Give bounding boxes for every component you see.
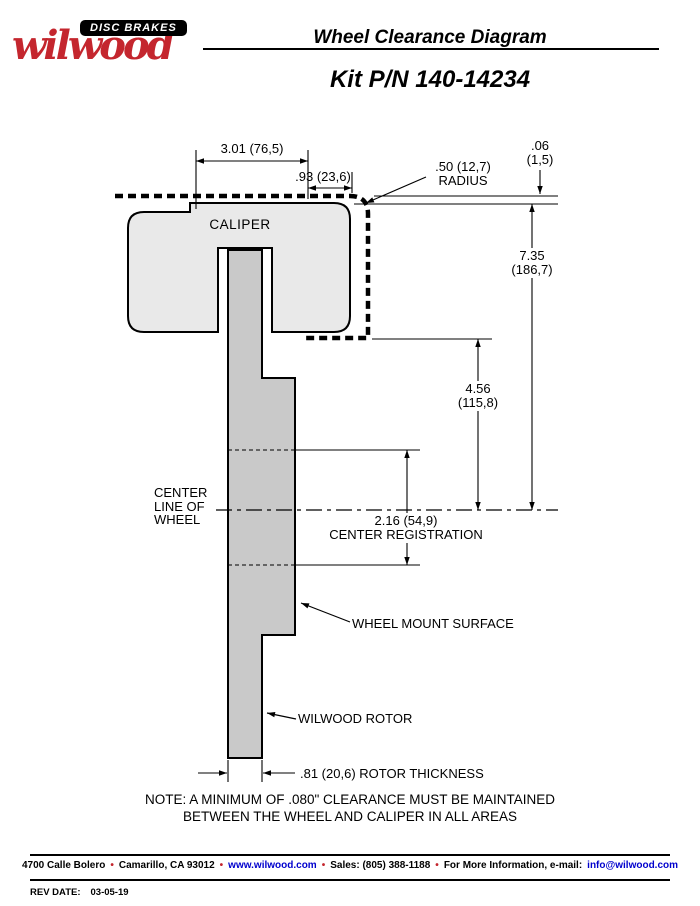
dim-wheel-depth-value: 7.35 <box>519 248 545 263</box>
caliper-label: CALIPER <box>209 217 271 232</box>
page-title: Wheel Clearance Diagram <box>313 27 547 48</box>
note-line-2: BETWEEN THE WHEEL AND CALIPER IN ALL ARE… <box>182 809 518 824</box>
footer-sales-phone: Sales: (805) 388-1188 <box>330 860 431 871</box>
dim-center-reg-value: 2.16 (54,9) <box>374 513 438 528</box>
dim-wheel-depth: 7.35 (186,7) <box>507 248 557 278</box>
centerline-label-line3: WHEEL <box>154 512 201 527</box>
centerline-label-line2: LINE OF <box>154 498 205 514</box>
dim-radius: .50 (12,7) RADIUS <box>435 160 491 188</box>
leader-lines <box>266 602 351 720</box>
centerline-label-line1: CENTER <box>154 485 208 500</box>
wheel-mount-surface-label: WHEEL MOUNT SURFACE <box>352 616 514 631</box>
footer-rule-bottom <box>30 879 670 881</box>
dim-radius-value: .50 (12,7) <box>435 159 491 174</box>
rotor-shape <box>227 249 296 759</box>
dim-center-registration: 2.16 (54,9) CENTER REGISTRATION <box>325 513 487 543</box>
dim-caliper-to-center-mm: (115,8) <box>457 395 499 410</box>
footer-rule-top <box>30 854 670 856</box>
footer-bullet: • <box>110 860 114 871</box>
dim-top-width: 3.01 (76,5) <box>220 141 284 156</box>
centerline-label: CENTER LINE OF WHEEL <box>154 486 207 527</box>
disc-brakes-badge: DISC BRAKES <box>80 20 187 36</box>
title-rule <box>203 48 659 50</box>
footer-email-link[interactable]: info@wilwood.com <box>587 860 679 871</box>
dim-caliper-to-center-value: 4.56 <box>465 381 491 396</box>
wilwood-rotor-label: WILWOOD ROTOR <box>298 711 413 726</box>
kit-part-number: Kit P/N 140-14234 <box>329 66 531 93</box>
dim-wheel-depth-mm: (186,7) <box>511 262 553 277</box>
footer-bullet: • <box>219 860 224 871</box>
footer-website-link[interactable]: www.wilwood.com <box>228 860 317 871</box>
dim-caliper-to-center: 4.56 (115,8) <box>453 381 503 411</box>
dim-radius-word: RADIUS <box>438 173 488 188</box>
dim-gap: .06 (1,5) <box>527 139 554 167</box>
note-line-1: NOTE: A MINIMUM OF .080" CLEARANCE MUST … <box>144 792 556 807</box>
dim-center-reg-label: CENTER REGISTRATION <box>329 527 483 542</box>
footer-bullet: • <box>435 860 439 871</box>
rev-date-label: REV DATE: <box>30 887 81 898</box>
rev-date: REV DATE: 03-05-19 <box>30 887 129 898</box>
dim-rotor-thickness: .81 (20,6) ROTOR THICKNESS <box>300 766 484 781</box>
footer-city: Camarillo, CA 93012 <box>118 860 215 871</box>
dim-caliper-overhang: .93 (23,6) <box>295 169 351 184</box>
footer-address: 4700 Calle Bolero <box>21 860 106 871</box>
dim-gap-value: .06 <box>530 138 550 153</box>
footer-info-text: For More Information, e-mail: <box>443 860 583 871</box>
rev-date-value: 03-05-19 <box>90 887 129 898</box>
wheel-clearance-outline <box>115 193 371 341</box>
caliper-shape <box>127 202 351 333</box>
footer-bullet: • <box>321 860 326 871</box>
footer-contact-line: 4700 Calle Bolero • Camarillo, CA 93012 … <box>22 860 678 871</box>
dim-gap-mm: (1,5) <box>526 152 554 167</box>
